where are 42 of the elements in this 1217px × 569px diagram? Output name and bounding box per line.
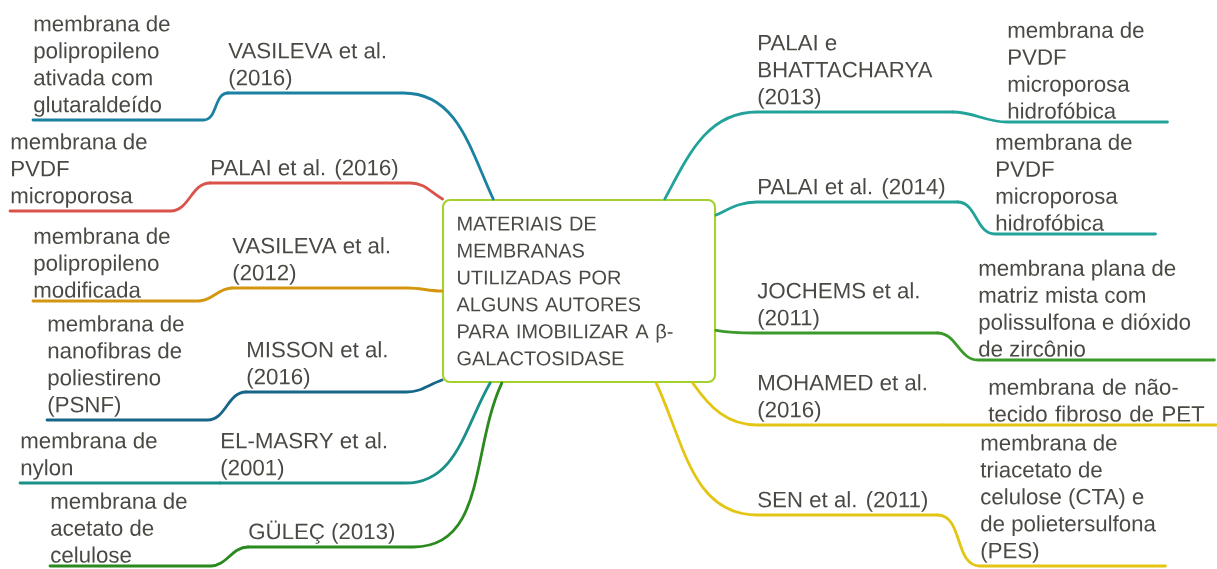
branch-line <box>8 181 212 213</box>
reference-label: VASILEVA et al. (2016) <box>228 42 385 90</box>
branch-line <box>691 381 944 427</box>
material-label: membrana de acetato de celulose <box>51 492 187 563</box>
branch-line <box>18 481 222 485</box>
branch-line <box>941 423 1217 427</box>
material-label: membrana de polipropileno ativada com glutaraldeído <box>34 15 170 117</box>
branch-line <box>714 328 939 335</box>
reference-label: VASILEVA et al. (2012) <box>232 237 389 285</box>
branch-line <box>936 513 1167 568</box>
material-label: membrana de PVDF microporosa hidrofóbica <box>996 133 1132 231</box>
branch-line <box>45 390 248 422</box>
branch-line <box>48 545 250 568</box>
branch-line <box>31 286 234 303</box>
branch-line <box>956 200 1157 236</box>
branch-line <box>208 181 444 201</box>
branch-line <box>226 91 495 201</box>
branch-line <box>654 381 939 517</box>
reference-label: MOHAMED et al. (2016) <box>758 374 926 422</box>
reference-label: MISSON et al. (2016) <box>247 341 387 389</box>
branch-line <box>31 91 230 122</box>
branch-line <box>663 110 954 201</box>
reference-label: GÜLEÇ (2013) <box>249 520 395 544</box>
branch-line <box>714 200 959 217</box>
material-label: membrana de PVDF microporosa <box>11 133 147 208</box>
branch-line <box>951 110 1169 124</box>
reference-label: PALAI e BHATTACHARYA (2013) <box>758 35 933 109</box>
reference-label: PALAI et al. (2014) <box>759 178 945 199</box>
reference-label: PALAI et al. (2016) <box>212 159 398 180</box>
reference-label: EL-MASRY et al. (2001) <box>221 432 386 480</box>
material-label: membrana de nanofibras de poliestireno (PSNF) <box>48 315 184 417</box>
branch-line <box>230 286 444 293</box>
material-label: membrana de polipropileno modificada <box>34 227 170 298</box>
reference-label: JOCHEMS et al. (2011) <box>757 282 919 330</box>
branch-line <box>246 381 504 549</box>
reference-label: SEN et al. (2011) <box>758 491 927 512</box>
branch-line <box>218 381 492 485</box>
branch-line <box>936 331 1216 362</box>
central-topic-box: MATERIAIS DE MEMBRANAS UTILIZADAS POR ALGUNS AUTORES PARA IMOBILIZAR A β-GALACTOSIDASE <box>441 198 717 384</box>
material-label: membrana plana de matriz mista com polissulfona e dióxido de zircônio <box>979 259 1191 357</box>
material-label: membrana de triacetato de celulose (CTA) e de polietersulfona (PES) <box>980 434 1156 563</box>
branch-line <box>244 378 444 394</box>
